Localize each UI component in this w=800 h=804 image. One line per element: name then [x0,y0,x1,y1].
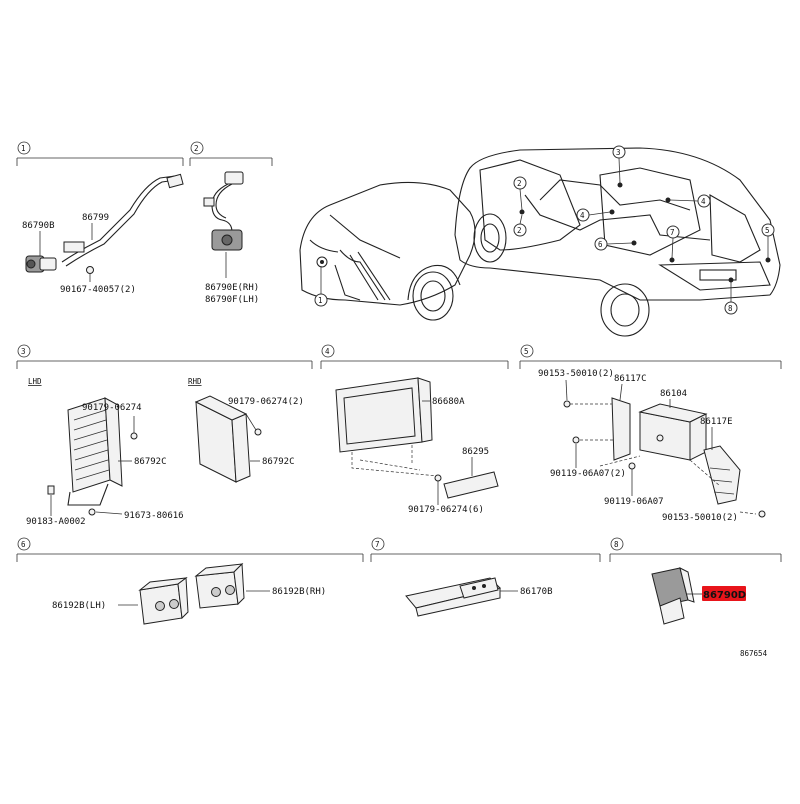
section-6-header: 6 [16,537,364,562]
label-90167-40057: 90167-40057(2) [60,285,136,295]
label-90119-06a07: 90119-06A07 [604,497,664,507]
label-86192b-rh: 86192B(RH) [272,587,326,597]
variant-rhd: RHD [188,377,202,386]
label-91673-80616: 91673-80616 [124,511,184,521]
figure-code: 867654 [740,649,768,658]
section-3-header: 3 [16,344,313,369]
car-callout-4a-label: 4 [580,211,585,220]
rhd-module-86792c [194,395,251,483]
section-7-header: 7 [370,537,601,562]
section-5-parts: 90153-50010(2) 86117C 86104 86117E 90119… [538,369,766,523]
section-8-header: 8 [609,537,782,562]
car-callout-6-label: 6 [598,240,603,249]
car-callout-3-label: 3 [616,148,621,157]
bracket-86117e [703,445,741,505]
label-86192b-lh: 86192B(LH) [52,601,106,611]
car-callout-7: 7 [666,225,680,263]
car-callout-4b-label: 4 [701,197,706,206]
section-2-header: 2 [189,141,273,166]
car-callout-3: 3 [612,145,626,188]
lhd-module-86792c [67,397,123,506]
variant-lhd: LHD [28,377,42,386]
label-90179-06274-lhd: 90179-06274 [82,403,142,413]
car-callout-2b-label: 2 [517,226,522,235]
car-callout-2a: 2 [513,176,527,215]
label-90179-06274-6: 90179-06274(6) [408,505,484,515]
section-1-number: 1 [21,144,26,153]
section-4-parts: 86680A 86295 90179-06274(6) [335,377,499,515]
car-callout-4a: 4 [576,208,615,222]
label-86790e-rh: 86790E(RH) [205,283,259,293]
label-90183-a0002: 90183-A0002 [26,517,86,527]
label-86295: 86295 [462,447,489,457]
section-5-header: 5 [519,344,782,369]
section-1-header: 1 [16,141,184,166]
label-90153-50010-2-top: 90153-50010(2) [538,369,614,379]
car-callout-2a-label: 2 [517,179,522,188]
section-5-number: 5 [524,347,529,356]
section-6-number: 6 [21,540,26,549]
label-86799: 86799 [82,213,109,223]
section-7-number: 7 [375,540,380,549]
front-car-illustration [299,181,476,321]
car-callout-5-label: 5 [765,226,770,235]
bracket-86117c [611,397,631,461]
display-86680a [335,377,433,453]
camera-86790b [25,255,57,273]
section-7-parts: 86170B [405,577,553,617]
rear-car-illustration [454,147,781,337]
car-callout-8: 8 [724,277,738,315]
section-8-parts: 86790D [651,567,746,625]
car-callout-1-label: 1 [318,296,323,305]
label-86790b: 86790B [22,221,55,231]
section-2-parts: 86790E(RH) 86790F(LH) [203,171,259,305]
label-86170b: 86170B [520,587,553,597]
car-callout-7-label: 7 [670,228,675,237]
section-4-header: 4 [320,344,509,369]
car-callout-2b: 2 [513,214,527,237]
speaker-86192b-lh [138,577,189,625]
speaker-86192b-rh [194,562,245,609]
panel-86295 [443,471,499,499]
label-86792c-rhd: 86792C [262,457,295,467]
car-callout-4b: 4 [665,194,711,208]
highlight-box [702,586,746,601]
camera-86790d [651,567,695,625]
label-86117e: 86117E [700,417,733,427]
section-2-number: 2 [194,144,199,153]
label-86790d: 86790D [703,590,746,601]
remote-86170b [405,577,501,617]
section-3-parts: LHD RHD 90179-06274 86792C 90183-A0002 9… [26,377,304,527]
car-callout-8-label: 8 [728,304,733,313]
section-3-number: 3 [21,347,26,356]
label-86792c-lhd: 86792C [134,457,167,467]
label-86790f-lh: 86790F(LH) [205,295,259,305]
section-8-number: 8 [614,540,619,549]
section-4-number: 4 [325,347,330,356]
label-86680a: 86680A [432,397,465,407]
car-callout-1: 1 [314,266,328,307]
label-86104: 86104 [660,389,687,399]
module-86104 [638,403,708,461]
section-6-parts: 86192B(LH) 86192B(RH) [52,562,326,625]
section-1-parts: 86790B 86799 90167-40057(2) [22,173,184,295]
camera-86790e [211,229,243,251]
car-callout-5: 5 [761,223,775,263]
label-86117c: 86117C [614,374,647,384]
label-90179-06274-2-rhd: 90179-06274(2) [228,397,304,407]
car-callout-6: 6 [594,237,637,251]
label-90153-50010-2-bottom: 90153-50010(2) [662,513,738,523]
label-90119-06a07-2: 90119-06A07(2) [550,469,626,479]
